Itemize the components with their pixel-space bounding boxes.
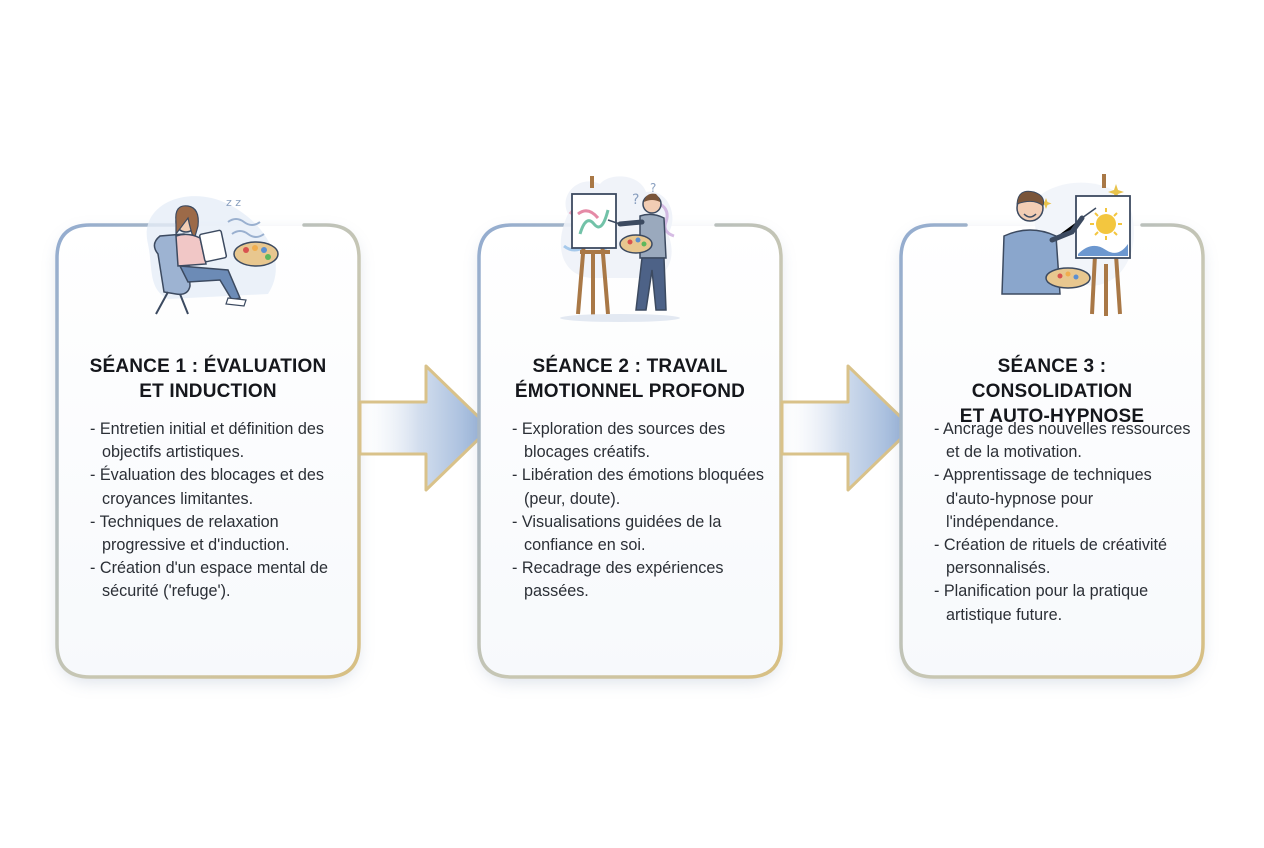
session-card-1: z z SÉANCE 1 : ÉVALUATION ET INDUCTION -… <box>55 196 361 679</box>
card-title: SÉANCE 3 : CONSOLIDATION ET AUTO-HYPNOSE <box>920 354 1184 429</box>
card-title-line-2: ET AUTO-HYPNOSE <box>959 406 1145 427</box>
card-title-line-2: ET INDUCTION <box>139 381 277 402</box>
svg-text:z z: z z <box>226 196 241 209</box>
list-item: - Entretien initial et définition des ob… <box>90 420 324 462</box>
list-item: - Techniques de relaxation progressive e… <box>90 512 290 555</box>
list-item: - Création d'un espace mental de sécurit… <box>90 559 328 601</box>
smiling-painter-sun-canvas-icon <box>1001 174 1134 316</box>
list-item: - Création de rituels de créativité pers… <box>934 536 1168 578</box>
list-item: - Visualisations guidées de la confiance… <box>512 512 722 555</box>
list-item: - Ancrage des nouvelles ressources et de… <box>934 420 1191 462</box>
card-bullet-list: - Exploration des sources des blocages c… <box>512 418 770 604</box>
card-frame <box>55 223 361 679</box>
list-item: - Exploration des sources des blocages c… <box>512 420 726 462</box>
svg-text:?: ? <box>650 181 656 195</box>
flow-arrow-2 <box>780 364 914 492</box>
card-title-line-2: ÉMOTIONNEL PROFOND <box>514 381 746 402</box>
list-item: - Apprentissage de techniques d'auto-hyp… <box>934 466 1152 531</box>
list-item: - Planification pour la pratique artisti… <box>934 582 1149 624</box>
card-title-line-1: SÉANCE 1 : ÉVALUATION <box>89 356 327 377</box>
card-title-line-1: SÉANCE 3 : CONSOLIDATION <box>971 356 1133 402</box>
card-title: SÉANCE 1 : ÉVALUATION ET INDUCTION <box>76 354 340 404</box>
card-frame <box>477 223 783 679</box>
card-bullet-list: - Entretien initial et définition des ob… <box>90 418 348 604</box>
list-item: - Recadrage des expériences passées. <box>512 559 724 601</box>
card-bullet-list: - Ancrage des nouvelles ressources et de… <box>934 418 1192 627</box>
man-painting-at-easel-icon: ? ? <box>560 176 680 322</box>
list-item: - Libération des émotions bloquées (peur… <box>512 466 764 508</box>
session-card-2: ? ? SÉANCE 2 : TRAVAIL ÉMOTIONNEL PROFON… <box>477 176 783 679</box>
card-title: SÉANCE 2 : TRAVAIL ÉMOTIONNEL PROFOND <box>498 354 762 404</box>
svg-text:?: ? <box>632 192 639 208</box>
list-item: - Évaluation des blocages et des croyanc… <box>90 466 324 508</box>
session-card-3: SÉANCE 3 : CONSOLIDATION ET AUTO-HYPNOSE… <box>899 174 1205 679</box>
woman-sketching-in-armchair-icon: z z <box>146 196 279 315</box>
card-title-line-1: SÉANCE 2 : TRAVAIL <box>532 356 728 377</box>
flow-arrow-1 <box>358 364 492 492</box>
card-frame <box>899 223 1205 679</box>
